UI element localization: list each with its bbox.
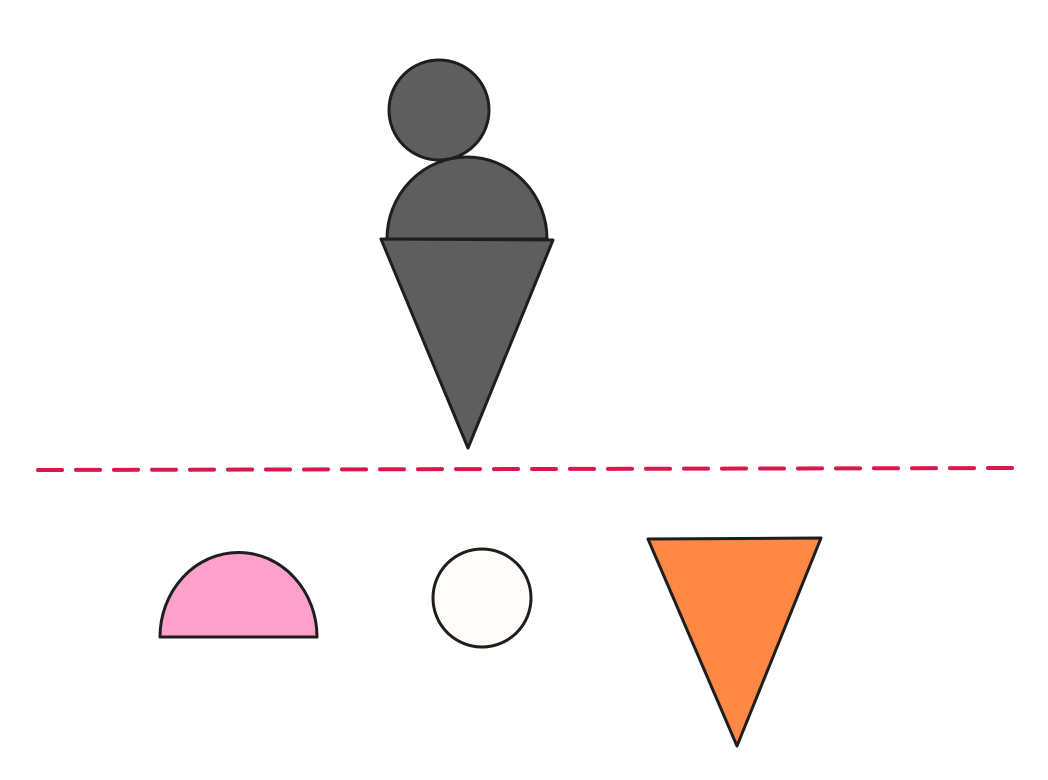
pieces-tray bbox=[158, 536, 823, 748]
target-semicircle bbox=[385, 155, 549, 241]
divider-dashed-line bbox=[36, 466, 1016, 472]
target-triangle bbox=[379, 237, 555, 450]
pink-semicircle-piece[interactable] bbox=[158, 551, 319, 639]
target-small-circle bbox=[387, 58, 491, 162]
white-circle-piece[interactable] bbox=[431, 547, 533, 649]
orange-triangle-piece[interactable] bbox=[646, 536, 823, 748]
target-figure bbox=[379, 58, 555, 450]
